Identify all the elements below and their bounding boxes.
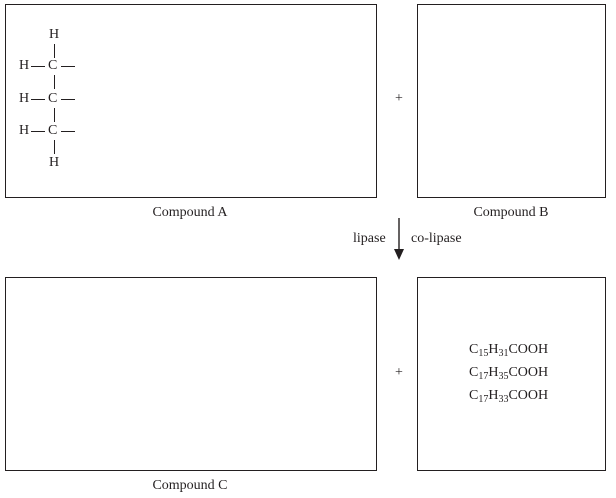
atom-h-bottom: H [49, 155, 60, 170]
atom-h-left-1: H [19, 58, 30, 73]
bond-h-right-1 [61, 66, 75, 67]
bond-vertical-1 [53, 44, 55, 58]
bond-h-right-3 [61, 131, 75, 132]
compound-b-caption: Compound B [473, 205, 549, 220]
compound-c-caption: Compound C [152, 478, 228, 493]
plus-sign-bottom: + [395, 365, 403, 380]
fatty-acid-formula: C17H33COOH [469, 388, 549, 405]
enzyme-label-co-lipase: co-lipase [411, 231, 462, 246]
bond-vertical-2 [53, 75, 55, 89]
atom-c-3: C [48, 123, 58, 138]
atom-h-top: H [49, 27, 60, 42]
bond-vertical-4 [53, 140, 55, 154]
bond-h-left-1 [31, 66, 45, 67]
bond-h-right-2 [61, 99, 75, 100]
bond-vertical-3 [53, 108, 55, 122]
bond-h-left-2 [31, 99, 45, 100]
atom-c-1: C [48, 58, 58, 73]
atom-h-left-2: H [19, 91, 30, 106]
plus-sign-top: + [395, 91, 403, 106]
enzyme-label-lipase: lipase [353, 231, 386, 246]
compound-b-box [417, 4, 606, 198]
compound-a-caption: Compound A [152, 205, 228, 220]
atom-h-left-3: H [19, 123, 30, 138]
fatty-acid-formula: C15H31COOH [469, 342, 549, 359]
bond-h-left-3 [31, 131, 45, 132]
fatty-acid-formula: C17H35COOH [469, 365, 549, 382]
reaction-arrow [394, 218, 404, 260]
fatty-acid-list: C15H31COOH C17H35COOH C17H33COOH [469, 338, 548, 407]
fatty-acids-box [417, 277, 606, 471]
atom-c-2: C [48, 91, 58, 106]
compound-a-box [5, 4, 377, 198]
compound-c-box [5, 277, 377, 471]
